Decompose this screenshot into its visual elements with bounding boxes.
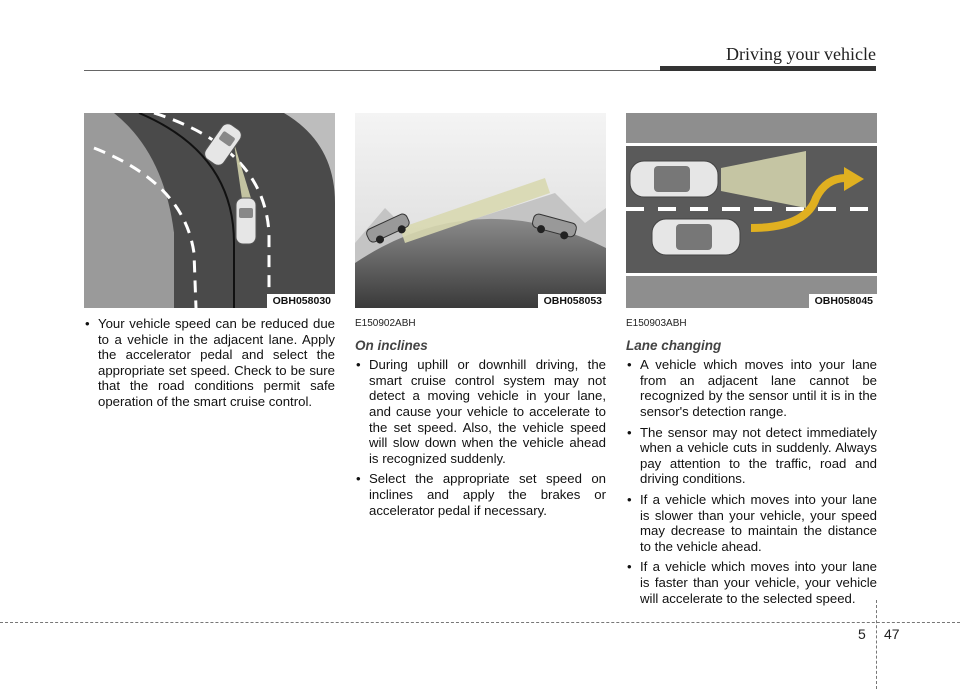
own-car-icon bbox=[651, 218, 741, 256]
footer-rule bbox=[0, 622, 960, 623]
list-item: •Your vehicle speed can be reduced due t… bbox=[85, 316, 335, 409]
section-subtitle: Lane changing bbox=[626, 337, 722, 353]
page-header-title: Driving your vehicle bbox=[726, 44, 876, 64]
section-subtitle: On inclines bbox=[355, 337, 428, 353]
own-car-icon bbox=[366, 213, 410, 244]
header-bar bbox=[660, 66, 876, 71]
figure-incline: OBH058053 bbox=[355, 113, 606, 308]
lane-change-illustration bbox=[626, 113, 877, 308]
bullet-list: •A vehicle which moves into your lane fr… bbox=[626, 357, 877, 606]
column-2: E150902ABH On inclines •During uphill or… bbox=[355, 314, 606, 523]
figure-code: OBH058030 bbox=[266, 294, 335, 308]
list-item: •During uphill or downhill driving, the … bbox=[356, 357, 606, 466]
own-car-icon bbox=[235, 197, 257, 245]
bullet-icon: • bbox=[627, 559, 632, 575]
list-item: •A vehicle which moves into your lane fr… bbox=[627, 357, 877, 419]
section-code: E150902ABH bbox=[355, 318, 416, 329]
bullet-icon: • bbox=[627, 357, 632, 373]
bullet-icon: • bbox=[627, 424, 632, 440]
header-rule bbox=[84, 70, 660, 71]
list-item: •If a vehicle which moves into your lane… bbox=[627, 491, 877, 554]
bullet-icon: • bbox=[627, 491, 632, 507]
bullet-list: •Your vehicle speed can be reduced due t… bbox=[84, 316, 335, 410]
incline-illustration bbox=[355, 113, 606, 308]
bullet-icon: • bbox=[85, 316, 90, 331]
car-ahead-icon bbox=[629, 160, 719, 198]
column-3: E150903ABH Lane changing •A vehicle whic… bbox=[626, 314, 877, 611]
lane-change-arrow-icon bbox=[750, 174, 847, 232]
footer-divider bbox=[876, 600, 877, 689]
page-number: 47 bbox=[884, 626, 900, 642]
bullet-list: •During uphill or downhill driving, the … bbox=[355, 357, 606, 518]
figure-code: OBH058045 bbox=[808, 294, 877, 308]
section-code: E150903ABH bbox=[626, 318, 687, 329]
list-item: •Select the appropriate set speed on inc… bbox=[356, 471, 606, 518]
list-item: •The sensor may not detect immediately w… bbox=[627, 424, 877, 487]
car-ahead-icon bbox=[204, 123, 242, 166]
bullet-icon: • bbox=[356, 471, 361, 487]
figure-lane-change: OBH058045 bbox=[626, 113, 877, 308]
curve-road-illustration bbox=[84, 113, 335, 308]
bullet-icon: • bbox=[356, 357, 361, 373]
figure-code: OBH058053 bbox=[537, 294, 606, 308]
list-item: •If a vehicle which moves into your lane… bbox=[627, 559, 877, 606]
chapter-number: 5 bbox=[858, 626, 866, 642]
car-ahead-icon bbox=[532, 213, 577, 240]
column-1: •Your vehicle speed can be reduced due t… bbox=[84, 316, 335, 415]
figure-curve-road: OBH058030 bbox=[84, 113, 335, 308]
